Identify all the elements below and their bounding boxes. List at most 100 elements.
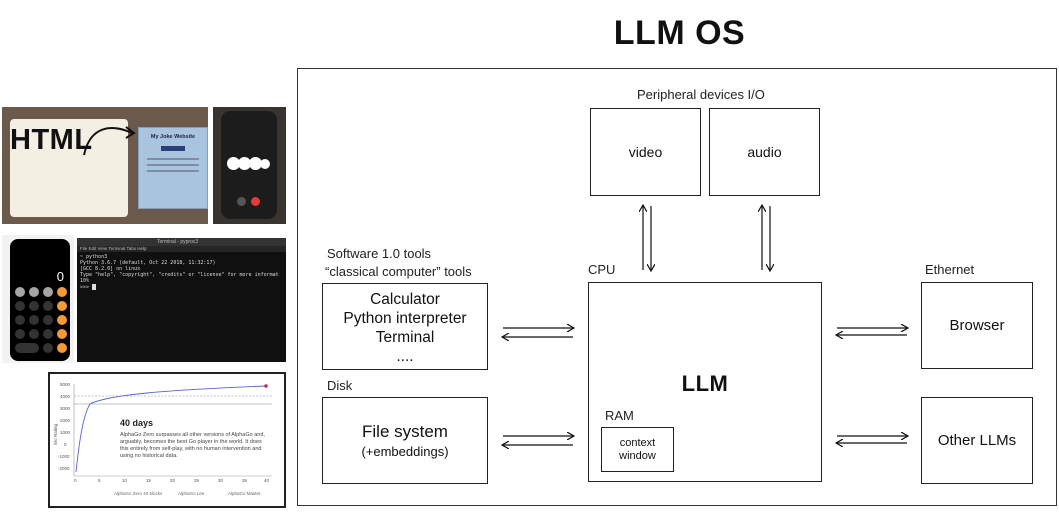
x-tick: 0 bbox=[74, 478, 77, 483]
calc-key bbox=[57, 287, 67, 297]
calc-key bbox=[57, 343, 67, 353]
voice-dot-icon bbox=[227, 157, 240, 170]
calc-key bbox=[29, 315, 39, 325]
website-text-line bbox=[147, 170, 199, 172]
voice-dot-icon bbox=[260, 159, 270, 169]
x-tick: 10 bbox=[122, 478, 128, 483]
terminal-menubar: File Edit View Terminal Tabs Help bbox=[77, 246, 286, 252]
llm-label: LLM bbox=[681, 371, 729, 396]
file-system-box: File system (+embeddings) bbox=[322, 397, 488, 484]
legend-item: AlphaGo Zero 40 blocks bbox=[114, 491, 163, 496]
terminal-cursor bbox=[92, 284, 97, 290]
calc-key bbox=[43, 329, 53, 339]
html-handwritten-text: HTML bbox=[10, 124, 93, 156]
x-tick: 15 bbox=[146, 478, 152, 483]
notebook bbox=[10, 119, 128, 217]
calc-key bbox=[15, 343, 39, 353]
x-tick: 35 bbox=[242, 478, 248, 483]
llm-box: LLM bbox=[588, 282, 822, 482]
phone-screen bbox=[221, 111, 277, 219]
video-label: video bbox=[628, 144, 663, 160]
x-tick: 25 bbox=[194, 478, 200, 483]
terminal-output-text: ~ python3 Python 3.6.7 (default, Oct 22 … bbox=[80, 254, 279, 291]
sketch-arrow-icon bbox=[83, 126, 136, 156]
calc-key bbox=[29, 287, 39, 297]
audio-llm-arrows bbox=[762, 206, 770, 270]
y-tick: 4000 bbox=[60, 394, 71, 399]
website-mockup: My Joke Website bbox=[138, 127, 208, 209]
disk-llm-arrows bbox=[503, 436, 573, 445]
diagram-title: LLM OS bbox=[613, 14, 746, 52]
peripheral-label: Peripheral devices I/O bbox=[637, 87, 765, 102]
x-tick: 20 bbox=[170, 478, 176, 483]
alphago-elo-chart bbox=[73, 384, 272, 477]
tool-calculator: Calculator bbox=[370, 290, 440, 308]
llm-os-frame bbox=[297, 68, 1057, 506]
calculator-app: 0 bbox=[10, 239, 70, 361]
alphago-chart-thumbnail: Elo Rating 5000 4000 3000 2000 1000 0 -1… bbox=[48, 372, 286, 508]
other-llms-label: Other LLMs bbox=[937, 432, 1017, 449]
website-text-line bbox=[147, 164, 199, 166]
chart-heading: 40 days bbox=[120, 418, 154, 428]
calc-key bbox=[57, 301, 67, 311]
file-system-label: File system bbox=[362, 421, 448, 441]
calc-key bbox=[43, 287, 53, 297]
chart-note: AlphaGo Zero surpasses all other version… bbox=[120, 432, 265, 459]
y-tick: 2000 bbox=[60, 418, 71, 423]
tools-llm-arrows bbox=[503, 328, 573, 337]
tool-terminal: Terminal bbox=[375, 328, 435, 346]
x-tick: 30 bbox=[218, 478, 224, 483]
calc-key bbox=[43, 301, 53, 311]
legend-item: AlphaGo Lee bbox=[178, 491, 205, 496]
calc-key bbox=[15, 287, 25, 297]
calc-key bbox=[57, 315, 67, 325]
voice-dot-icon bbox=[249, 157, 262, 170]
legend-item: AlphaGo Master bbox=[228, 491, 261, 496]
website-text-line bbox=[147, 158, 199, 160]
video-llm-arrows bbox=[643, 206, 651, 270]
end-call-icon bbox=[251, 197, 260, 206]
context-window-label: context window bbox=[619, 436, 656, 462]
audio-label: audio bbox=[747, 144, 782, 160]
calc-key bbox=[57, 329, 67, 339]
llm-browser-arrows bbox=[837, 328, 907, 335]
notebook-to-website-photo: HTML My Joke Website bbox=[2, 107, 208, 224]
terminal-screenshot: Terminal - pyproc3 File Edit View Termin… bbox=[77, 238, 286, 362]
calc-key bbox=[43, 343, 53, 353]
y-tick: 5000 bbox=[60, 382, 71, 387]
website-button bbox=[161, 146, 185, 151]
browser-label: Browser bbox=[949, 317, 1005, 334]
audio-box: audio bbox=[709, 108, 820, 196]
other-llms-box: Other LLMs bbox=[921, 397, 1033, 484]
y-tick: -1000 bbox=[58, 454, 70, 459]
disk-label: Disk bbox=[327, 378, 353, 393]
tool-ellipsis: .... bbox=[396, 347, 414, 365]
y-tick: 0 bbox=[64, 442, 67, 447]
software-tools-label: Software 1.0 tools bbox=[327, 246, 432, 261]
x-tick: 40 bbox=[264, 478, 270, 483]
y-tick: 1000 bbox=[60, 430, 71, 435]
calc-key bbox=[15, 315, 25, 325]
context-window-box: context window bbox=[601, 427, 674, 472]
terminal-output: ~ python3 Python 3.6.7 (default, Oct 22 … bbox=[80, 254, 279, 291]
ram-label: RAM bbox=[605, 408, 634, 423]
llm-other-llms-arrows bbox=[837, 436, 907, 443]
tools-box: Calculator Python interpreter Terminal .… bbox=[322, 283, 488, 370]
calc-key bbox=[29, 301, 39, 311]
tool-python: Python interpreter bbox=[343, 309, 467, 327]
video-box: video bbox=[590, 108, 701, 196]
mute-icon bbox=[237, 197, 246, 206]
classical-tools-label: “classical computer” tools bbox=[325, 264, 472, 279]
terminal-menu: File Edit View Terminal Tabs Help bbox=[80, 246, 147, 251]
calc-key bbox=[43, 315, 53, 325]
calculator-display: 0 bbox=[56, 269, 64, 284]
calc-key bbox=[15, 301, 25, 311]
calc-key bbox=[29, 329, 39, 339]
phone-voice-photo bbox=[213, 107, 286, 224]
embeddings-label: (+embeddings) bbox=[361, 443, 449, 459]
y-tick: -2000 bbox=[58, 466, 70, 471]
x-tick: 5 bbox=[98, 478, 101, 483]
calc-key bbox=[15, 329, 25, 339]
terminal-title: Terminal - pyproc3 bbox=[157, 239, 199, 245]
